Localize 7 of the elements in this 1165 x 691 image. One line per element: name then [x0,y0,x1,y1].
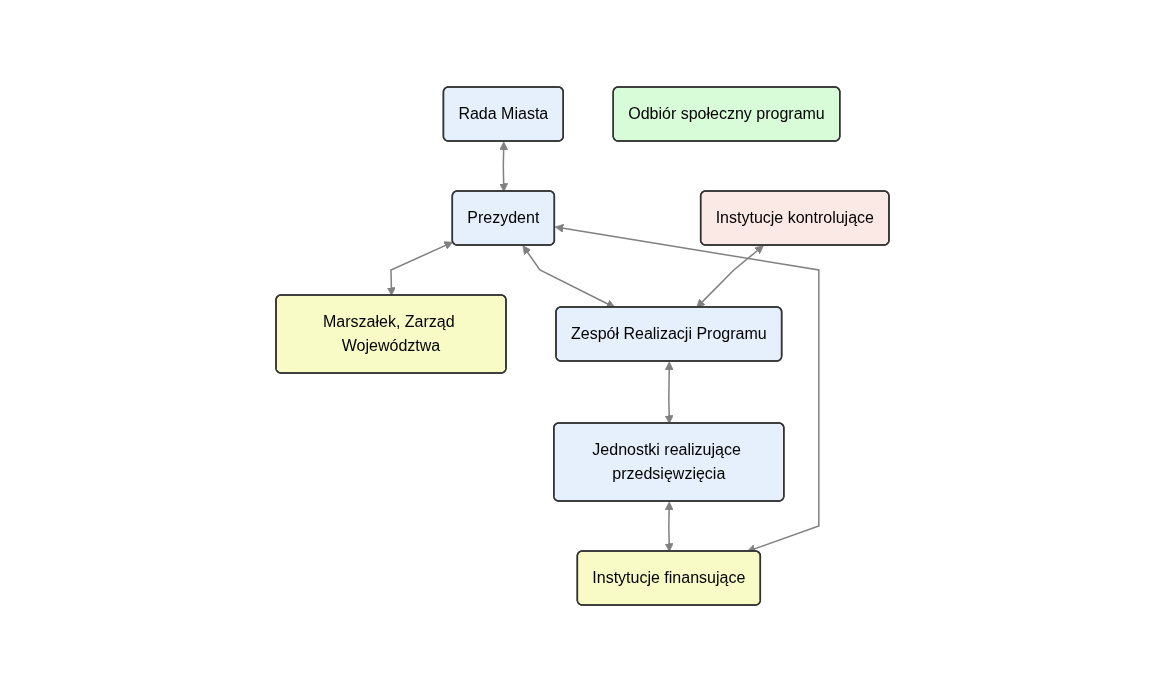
arrow [554,223,820,553]
arrow [386,240,454,296]
arrow [522,244,616,308]
arrow [664,501,674,552]
arrow [664,361,674,424]
arrow [499,141,509,192]
arrow [696,244,764,308]
